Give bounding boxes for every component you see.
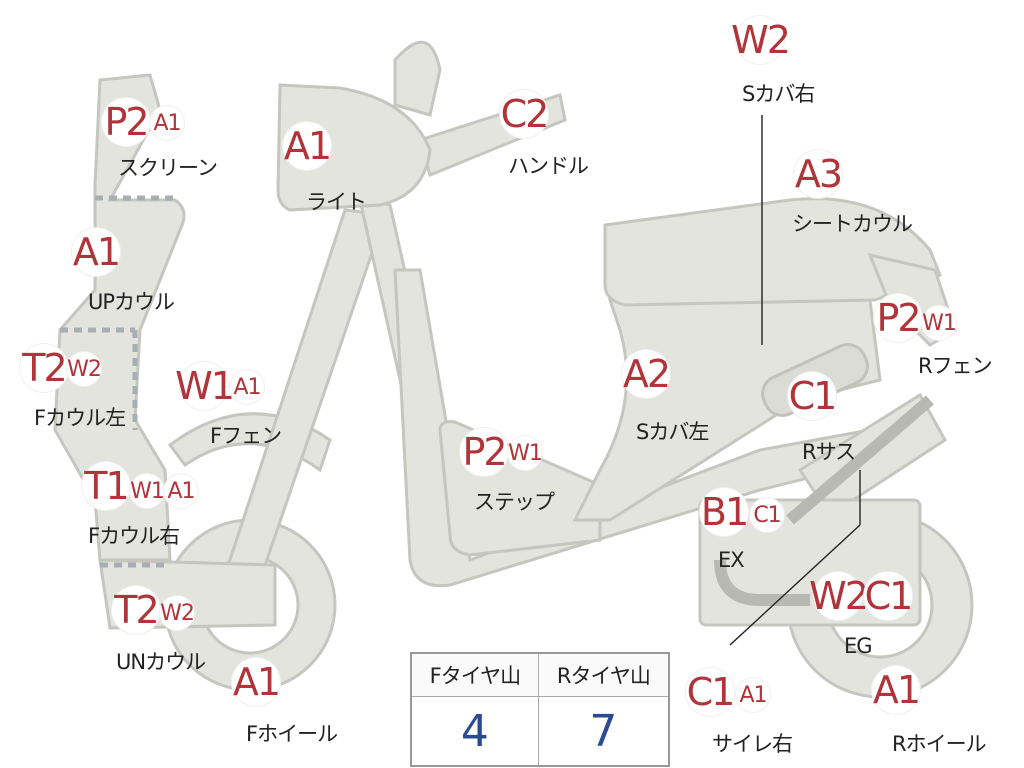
screen-label: スクリーン — [118, 156, 218, 180]
r-wheel-label: Rホイール — [892, 732, 987, 756]
f-cowl-right-code-2: W1 — [130, 474, 165, 508]
ex-label: EX — [718, 548, 745, 572]
screen-code-1: P2 — [102, 98, 150, 146]
muffler-right-code-2: A1 — [736, 678, 770, 712]
headlight-shape — [276, 83, 432, 212]
frame-floor-shape — [393, 268, 882, 588]
s-cover-left-code-1: A2 — [622, 350, 671, 398]
seat-cowl-code-1: A3 — [794, 150, 843, 198]
un-cowl-code-2: W2 — [160, 596, 195, 630]
r-fender-code-1: P2 — [874, 294, 922, 342]
handle-code-1: C2 — [500, 90, 549, 138]
ex-code-2: C1 — [750, 498, 784, 532]
light-code-1: A1 — [283, 122, 332, 170]
step-code-1: P2 — [460, 428, 508, 476]
rear-arm-shape — [786, 395, 934, 525]
un-cowl-label: UNカウル — [116, 650, 206, 674]
seat-shape — [603, 197, 942, 307]
front-tread-header: Fタイヤ山 — [410, 652, 539, 697]
f-cowl-left-code-2: W2 — [67, 352, 102, 386]
up-cowl-label: UPカウル — [88, 290, 175, 314]
r-sus-label: Rサス — [802, 440, 856, 464]
r-fender-code-2: W1 — [922, 306, 957, 340]
screen-code-2: A1 — [150, 106, 184, 140]
seat-cowl-label: シートカウル — [792, 212, 913, 236]
light-label: ライト — [306, 190, 367, 214]
f-cowl-right-code-1: T1 — [82, 462, 130, 510]
step-label: ステップ — [474, 490, 555, 514]
s-cover-right-code-1: W2 — [731, 16, 791, 64]
muffler-right-code-1: C1 — [686, 668, 735, 716]
f-cowl-right-label: Fカウル右 — [88, 524, 180, 548]
front-cowl-shape — [53, 73, 186, 562]
s-cover-right-label: Sカバ右 — [742, 82, 815, 106]
s-cover-left-label: Sカバ左 — [636, 420, 709, 444]
rear-tread-value: 7 — [537, 696, 670, 767]
leader-muffler — [729, 524, 861, 646]
f-fender-code-2: A1 — [230, 370, 264, 404]
front-tread-value: 4 — [410, 696, 539, 767]
rear-tread-header: Rタイヤ山 — [537, 652, 670, 697]
ex-code-1: B1 — [700, 488, 749, 536]
step-code-2: W1 — [508, 436, 543, 470]
f-cowl-left-code-1: T2 — [20, 344, 68, 392]
eg-code-2: C1 — [864, 572, 913, 620]
f-wheel-label: Fホイール — [246, 722, 338, 746]
handle-label: ハンドル — [508, 154, 589, 178]
f-fender-code-1: W1 — [175, 362, 235, 410]
muffler-right-label: サイレ右 — [712, 732, 793, 756]
un-cowl-code-1: T2 — [112, 586, 160, 634]
tire-tread-table: Fタイヤ山 Rタイヤ山 4 7 — [410, 652, 670, 767]
r-fender-label: Rフェン — [918, 354, 993, 378]
r-sus-code-1: C1 — [788, 372, 837, 420]
eg-code-1: W2 — [809, 572, 869, 620]
f-cowl-right-code-3: A1 — [164, 474, 198, 508]
f-cowl-left-label: Fカウル左 — [34, 406, 126, 430]
r-wheel-code-1: A1 — [872, 666, 921, 714]
mirror-shape — [393, 40, 442, 117]
f-fender-label: Fフェン — [210, 424, 282, 448]
f-wheel-code-1: A1 — [232, 658, 281, 706]
up-cowl-code-1: A1 — [72, 228, 121, 276]
eg-label: EG — [844, 634, 873, 658]
exhaust-pipe-shape — [714, 559, 810, 606]
